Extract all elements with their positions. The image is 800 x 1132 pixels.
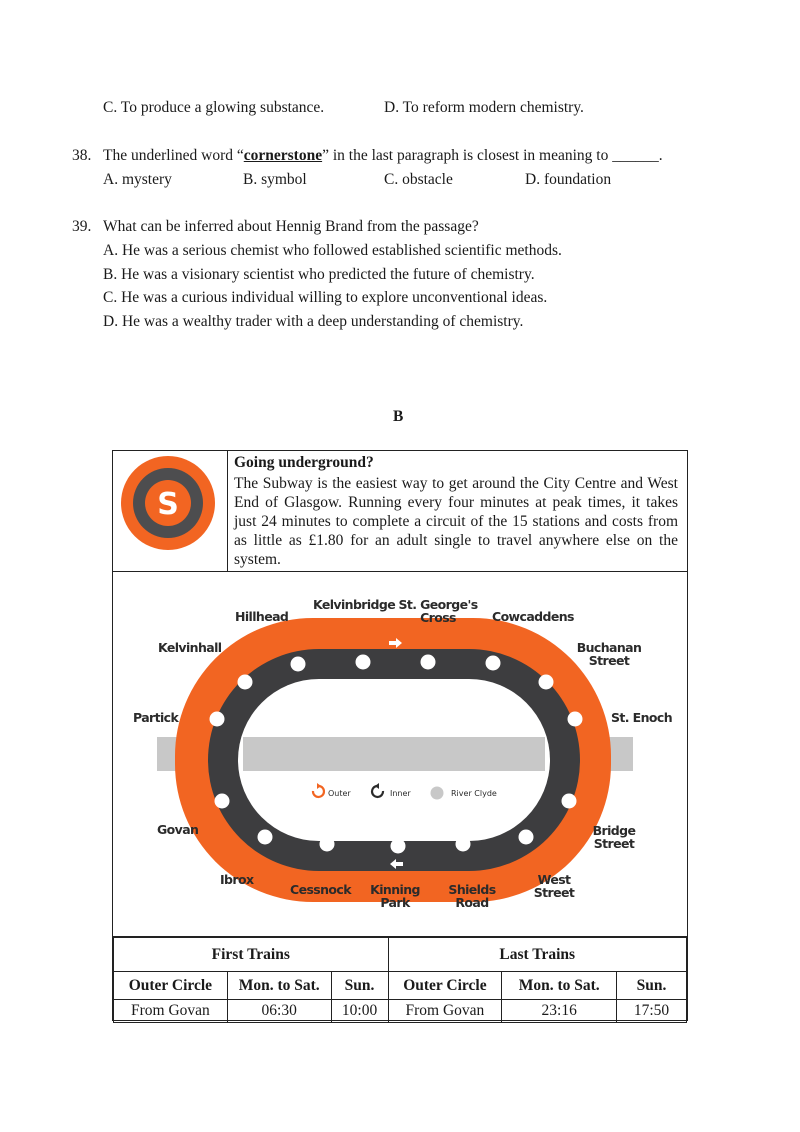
station-label-west-line1: West	[538, 872, 571, 887]
station-dot-shields-road	[455, 836, 471, 852]
logo-cell: S	[113, 451, 228, 571]
station-label-hillhead: Hillhead	[235, 609, 288, 624]
q38-underlined-word: cornerstone	[243, 147, 323, 164]
q38-stem-before: The underlined word “	[103, 147, 244, 164]
station-dot-cowcaddens	[485, 655, 501, 671]
last-trains-header: Last Trains	[387, 937, 688, 972]
legend-inner-label: Inner	[390, 789, 411, 798]
subway-info-box: S Going underground? The Subway is the e…	[112, 450, 688, 1023]
station-label-kinning-line2: Park	[380, 895, 411, 910]
station-dot-st-georges-cross	[420, 654, 436, 670]
subway-logo-icon: S	[121, 456, 215, 550]
arrow-right-icon	[389, 638, 402, 648]
q39-option-c: C. He was a curious individual willing t…	[103, 289, 548, 306]
q39-number: 39.	[72, 218, 92, 235]
station-label-ibrox: Ibrox	[220, 872, 254, 887]
last-row-from: From Govan	[387, 999, 503, 1023]
station-label-partick: Partick	[133, 710, 179, 725]
q37-option-d: D. To reform modern chemistry.	[384, 99, 584, 116]
first-col-mon-sat: Mon. to Sat.	[226, 971, 332, 1000]
station-label-shields-line1: Shields	[448, 882, 495, 897]
station-dot-kinning-park	[390, 838, 406, 854]
first-row-from: From Govan	[113, 999, 228, 1023]
q38-number: 38.	[72, 147, 92, 164]
station-label-cowcaddens: Cowcaddens	[492, 609, 574, 624]
map-legend: Outer Inner River Clyde	[311, 783, 497, 800]
station-label-kelvinhall: Kelvinhall	[158, 640, 222, 655]
legend-outer-label: Outer	[328, 789, 351, 798]
station-dot-kelvinhall	[237, 674, 253, 690]
arrow-left-icon	[390, 679, 403, 689]
logo-letter: S	[157, 487, 179, 522]
station-dot-buchanan-street	[538, 674, 554, 690]
river-legend-swatch	[430, 786, 444, 800]
station-label-buchanan-line2: Street	[589, 653, 630, 668]
station-dot-west-street	[518, 829, 534, 845]
q38-stem-after: ” in the last paragraph is closest in me…	[322, 147, 663, 164]
first-mon-sat-time: 06:30	[226, 999, 332, 1023]
station-dot-bridge-street	[561, 793, 577, 809]
station-dot-govan	[214, 793, 230, 809]
first-trains-header: First Trains	[113, 937, 389, 972]
last-col-sun: Sun.	[616, 971, 687, 1000]
intro-cell: Going underground? The Subway is the eas…	[228, 451, 687, 571]
station-dot-st-enoch	[567, 711, 583, 727]
q39-option-d: D. He was a wealthy trader with a deep u…	[103, 313, 524, 330]
q39-option-a: A. He was a serious chemist who followed…	[103, 242, 562, 259]
q38-stem: The underlined word “cornerstone” in the…	[103, 146, 663, 166]
first-sun-time: 10:00	[330, 999, 389, 1023]
station-dot-cessnock	[319, 836, 335, 852]
q38-option-d: D. foundation	[525, 171, 612, 188]
first-col-sun: Sun.	[330, 971, 389, 1000]
river-clyde-inner	[243, 737, 545, 771]
q38-option-a: A. mystery	[103, 171, 172, 188]
station-label-kelvinbridge: Kelvinbridge	[313, 597, 395, 612]
section-heading: B	[393, 408, 404, 425]
q38-option-c: C. obstacle	[384, 171, 453, 188]
q39-option-b: B. He was a visionary scientist who pred…	[103, 266, 535, 283]
station-dot-partick	[209, 711, 225, 727]
station-dot-hillhead	[290, 656, 306, 672]
station-label-west-line2: Street	[534, 885, 575, 900]
outer-loop-icon	[311, 784, 326, 799]
station-label-bridge-line2: Street	[594, 836, 635, 851]
last-sun-time: 17:50	[616, 999, 687, 1023]
station-label-st-georges-line2: Cross	[420, 610, 456, 625]
station-label-kinning-line1: Kinning	[370, 882, 420, 897]
last-col-mon-sat: Mon. to Sat.	[501, 971, 618, 1000]
q37-option-c: C. To produce a glowing substance.	[103, 99, 325, 116]
q39-stem: What can be inferred about Hennig Brand …	[103, 218, 479, 235]
inner-loop-icon	[370, 784, 385, 799]
arrow-left-icon	[390, 859, 403, 869]
arrow-right-icon	[389, 822, 402, 832]
first-col-circle: Outer Circle	[113, 971, 228, 1000]
station-label-bridge-line1: Bridge	[593, 823, 636, 838]
station-label-st-georges-line1: St. George's	[398, 597, 477, 612]
station-label-shields-line2: Road	[455, 895, 488, 910]
station-dot-ibrox	[257, 829, 273, 845]
station-label-buchanan-line1: Buchanan	[577, 640, 642, 655]
intro-body: The Subway is the easiest way to get aro…	[234, 475, 678, 568]
intro-title: Going underground?	[234, 454, 374, 471]
q38-option-b: B. symbol	[243, 171, 307, 188]
train-timetable: First Trains Last Trains Outer Circle Mo…	[113, 937, 688, 1023]
station-label-st-enoch: St. Enoch	[611, 710, 672, 725]
legend-river-label: River Clyde	[451, 789, 497, 798]
last-mon-sat-time: 23:16	[501, 999, 618, 1023]
station-dot-kelvinbridge	[355, 654, 371, 670]
station-label-cessnock: Cessnock	[290, 882, 352, 897]
last-col-circle: Outer Circle	[387, 971, 503, 1000]
station-label-govan: Govan	[157, 822, 198, 837]
subway-map: Hillhead Kelvinbridge St. George's Cross…	[113, 571, 687, 937]
